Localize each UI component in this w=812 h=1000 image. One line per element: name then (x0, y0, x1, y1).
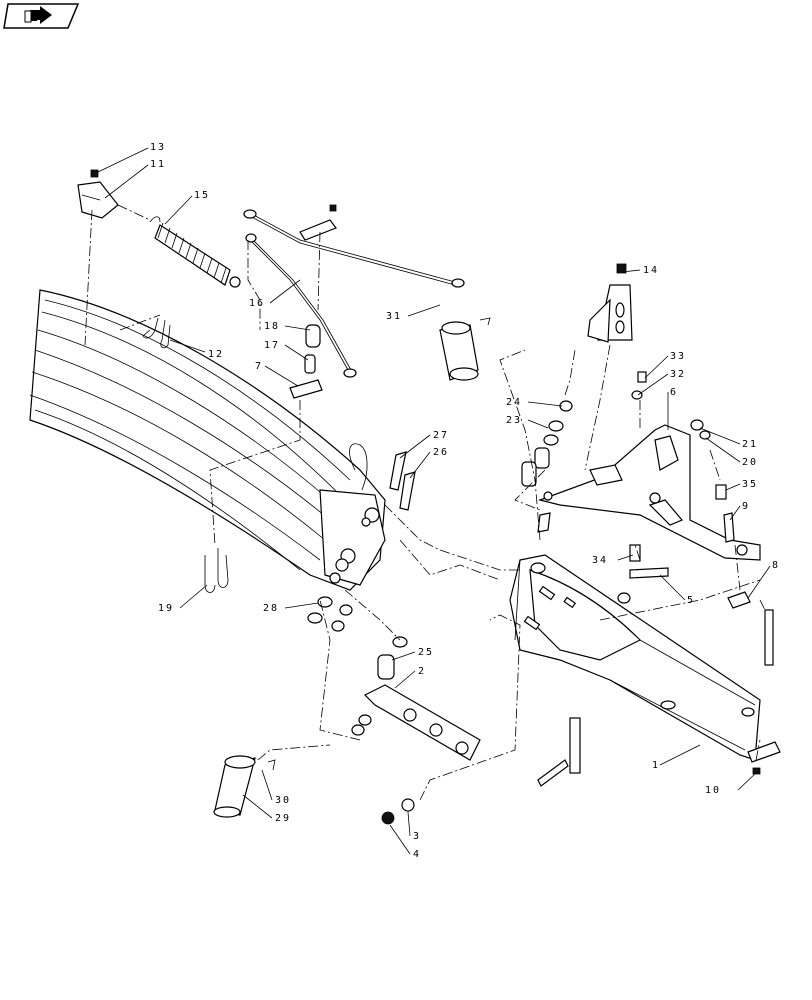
callout-14: 14 (643, 265, 659, 276)
bolts-26-27 (389, 451, 416, 511)
callout-13: 13 (150, 142, 166, 153)
callout-23: 23 (506, 415, 522, 426)
callout-34: 34 (592, 555, 608, 566)
callout-28: 28 (263, 603, 279, 614)
callout-32: 32 (670, 369, 686, 380)
callout-31: 31 (386, 311, 402, 322)
callout-5: 5 (687, 595, 695, 606)
callout-labels: 13 11 15 12 16 18 17 7 31 14 33 32 6 21 … (150, 142, 780, 860)
callout-26: 26 (433, 447, 449, 458)
spring-15 (149, 216, 241, 288)
callout-11: 11 (150, 159, 166, 170)
assembly-lines (84, 204, 766, 801)
washers-28 (307, 596, 353, 632)
hardware-misc (537, 371, 781, 787)
main-frame (509, 554, 761, 761)
rod-16 (243, 209, 465, 378)
top-link-plate (299, 204, 337, 241)
callout-21: 21 (742, 439, 758, 450)
callout-24: 24 (506, 397, 522, 408)
u-bolt-12 (142, 317, 171, 349)
boom-arm (29, 289, 386, 591)
navigation-button[interactable] (3, 3, 80, 29)
u-bolt-19 (204, 548, 229, 593)
link-2 (351, 636, 481, 761)
callout-9: 9 (742, 501, 750, 512)
callout-12: 12 (208, 349, 224, 360)
pin-31 (439, 317, 491, 381)
callout-10: 10 (705, 785, 721, 796)
callout-18: 18 (264, 321, 280, 332)
callout-27: 27 (433, 430, 449, 441)
callout-3: 3 (413, 831, 421, 842)
callout-16: 16 (249, 298, 265, 309)
callout-8: 8 (772, 560, 780, 571)
callout-2: 2 (418, 666, 426, 677)
bracket-11 (77, 169, 119, 219)
callout-20: 20 (742, 457, 758, 468)
triangle-plate (537, 424, 761, 561)
callout-17: 17 (264, 340, 280, 351)
washers-23-24 (521, 400, 573, 487)
folder-arrow-icon (24, 6, 52, 24)
callout-6: 6 (670, 387, 678, 398)
pin-29 (213, 755, 276, 818)
callout-4: 4 (413, 849, 421, 860)
callout-15: 15 (194, 190, 210, 201)
callout-7: 7 (255, 361, 263, 372)
leader-lines (97, 147, 771, 855)
nut-washer-3-4 (381, 798, 415, 825)
callout-29: 29 (275, 813, 291, 824)
bushing-stack (289, 324, 323, 399)
callout-30: 30 (275, 795, 291, 806)
callout-25: 25 (418, 647, 434, 658)
callout-33: 33 (670, 351, 686, 362)
callout-35: 35 (742, 479, 758, 490)
bracket-14 (587, 263, 633, 343)
callout-1: 1 (652, 760, 660, 771)
callout-19: 19 (158, 603, 174, 614)
